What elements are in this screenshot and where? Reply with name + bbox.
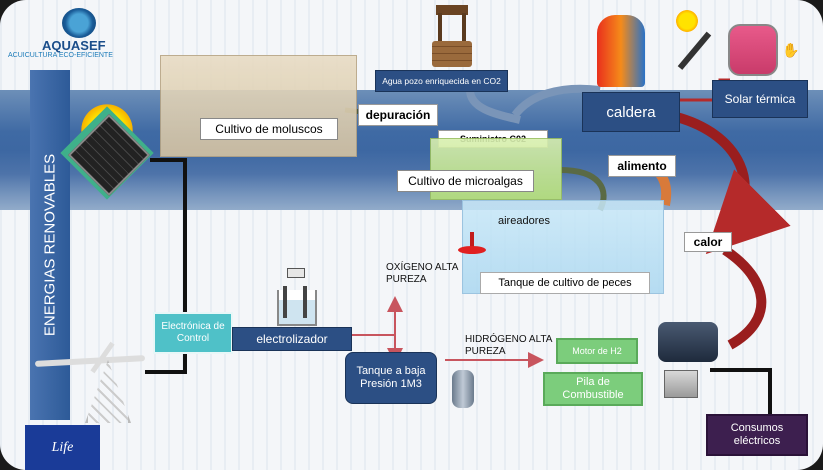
alimento-label: alimento (608, 155, 676, 177)
generator-icon (658, 322, 718, 362)
arrow-caldera-calor (666, 110, 791, 255)
user-icon: ✋ (782, 42, 800, 58)
cable-solar (150, 158, 187, 332)
solar-label: Solar térmica (712, 80, 808, 118)
aireadores-label: aireadores (498, 215, 550, 227)
wind-turbine-icon (30, 340, 150, 425)
tanque-box: Tanque a baja Presión 1M3 (345, 352, 437, 404)
moluscos-label: Cultivo de moluscos (200, 118, 338, 140)
aerator-icon (458, 232, 486, 256)
electrolizador-box: electrolizador (232, 327, 352, 351)
caldera-label: caldera (582, 92, 680, 132)
cable-consumos (710, 368, 772, 415)
arrow-calor-motor (722, 245, 767, 350)
hidrogeno-label: HIDRÓGENO ALTA PUREZA (465, 334, 552, 357)
solar-tank-icon (728, 24, 778, 76)
motor-box: Motor de H2 (556, 338, 638, 364)
arrow-agua-pozo (466, 89, 521, 124)
logo-name: AQUASEF (42, 38, 106, 53)
well-icon (432, 5, 472, 67)
electrolyzer-icon (275, 268, 317, 326)
gas-cylinder-icon (452, 370, 474, 408)
side-label: ENERGIAS RENOVABLES (41, 153, 59, 337)
pila-box: Pila de Combustible (543, 372, 643, 406)
oxigeno-label: OXÍGENO ALTA PUREZA (386, 262, 458, 285)
calor-label: calor (684, 232, 732, 252)
caldera-icon (597, 15, 645, 87)
sun-icon (676, 10, 698, 32)
moluscos-net-icon (160, 55, 357, 157)
peces-label: Tanque de cultivo de peces (480, 272, 650, 294)
agua-pozo-label: Agua pozo enriquecida en CO2 (375, 70, 508, 92)
eu-life-logo: Life (25, 425, 100, 470)
logo-tagline: ACUICULTURA ECO-EFICIENTE (8, 52, 113, 59)
logo-icon (62, 8, 96, 38)
electronica-box: Electrónica de Control (153, 312, 233, 354)
eu-life-text: Life (51, 439, 74, 455)
depuracion-label: depuración (358, 104, 438, 126)
fuel-cell-icon (664, 370, 698, 398)
microalgas-label: Cultivo de microalgas (397, 170, 534, 192)
consumos-box: Consumos eléctricos (706, 414, 808, 456)
arrow-caldera-co2 (511, 84, 601, 118)
solar-panel-icon (60, 100, 154, 200)
